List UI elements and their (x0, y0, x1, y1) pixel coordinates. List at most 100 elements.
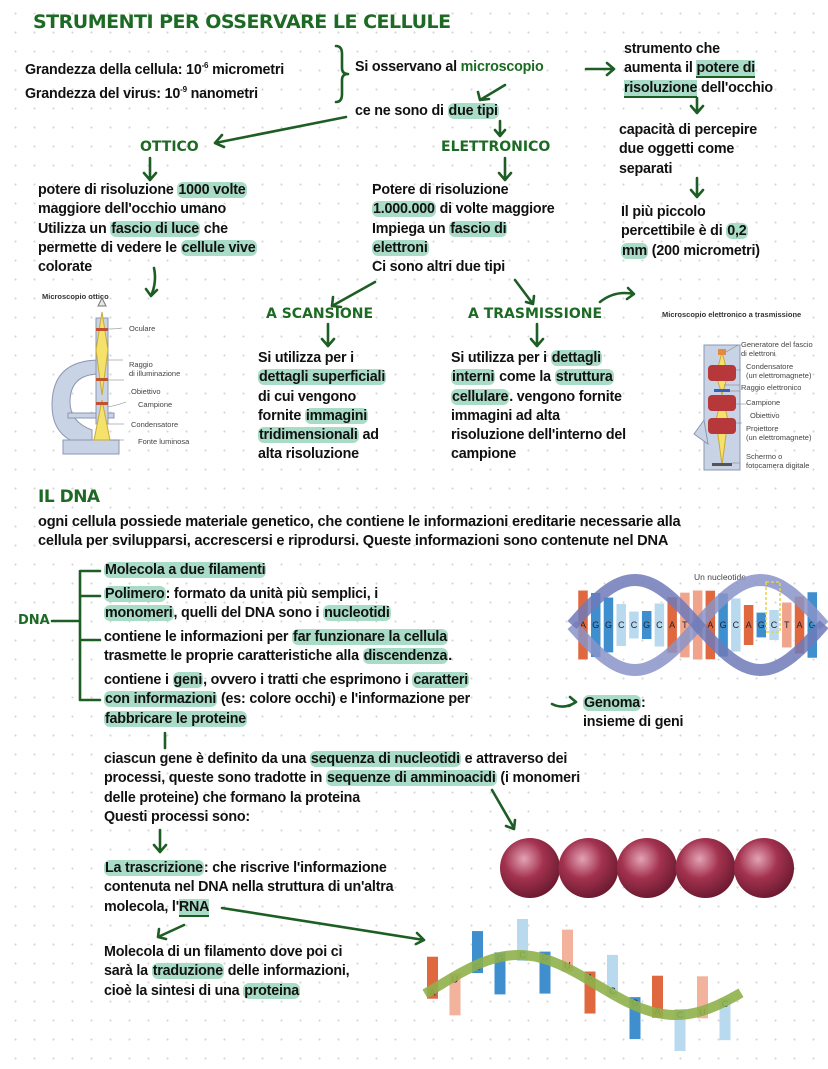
text-line: alta risoluzione (258, 445, 386, 464)
text-line: risoluzione dell'interno del (451, 426, 626, 445)
highlighted-term: Polimero (104, 586, 166, 602)
dna-base-letter: G (720, 620, 727, 630)
highlighted-term: traduzione (151, 963, 224, 980)
dna-base-letter: A (707, 620, 713, 630)
text-segment: (200 micrometri) (648, 242, 760, 259)
dna-base-letter: A (746, 620, 752, 630)
text-line: Si osservano al microscopio (355, 58, 544, 77)
text-segment: delle proteine) che formano la proteina (104, 789, 360, 806)
dna-base-letter: C (733, 620, 740, 630)
transcription-text: La trascrizione: che riscrive l'informaz… (104, 859, 394, 917)
text-line: Il più piccolo (621, 203, 760, 222)
dna-base-letter: G (809, 620, 816, 630)
text-segment: contenuta nel DNA nella struttura di un'… (104, 879, 394, 896)
text-segment: contiene i (104, 672, 173, 688)
nucleotide-label: Un nucleotide (694, 572, 746, 582)
label-generatore: Generatore del fascio di elettroni (741, 340, 813, 358)
dna-base (730, 597, 742, 653)
text-line: Molecola di un filamento dove poi ci (104, 943, 349, 962)
text-line: interni come la struttura (451, 368, 626, 387)
text-line: potere di risoluzione 1000 volte (38, 181, 257, 200)
label-campione: Campione (138, 400, 173, 409)
text-line: ogni cellula possiede materiale genetico… (38, 513, 681, 532)
text-line: ce ne sono di due tipi (355, 102, 499, 121)
arrow-to-scansione (330, 280, 377, 309)
text-line: permette di vedere le cellule vive (38, 239, 257, 258)
text-segment: maggiore dell'occhio umano (38, 201, 227, 218)
text-segment: fornite (258, 407, 305, 424)
text-line: Utilizza un fascio di luce che (38, 220, 257, 239)
dna-base (768, 609, 780, 641)
text-line: elettroni (372, 239, 555, 258)
highlighted-term: 0,2 (726, 223, 748, 240)
text-line: trasmette le proprie caratteristiche all… (104, 647, 452, 666)
text-segment: Questi processi sono: (104, 808, 250, 825)
text-line: monomeri, quelli del DNA sono i nucleoti… (104, 604, 391, 623)
text-segment: Grandezza del virus: 10 (25, 85, 181, 102)
text-segment: di volte maggiore (435, 201, 555, 218)
amino-acid-bead (675, 838, 736, 898)
highlighted-term: cellule vive (180, 239, 257, 256)
text-line: Impiega un fascio di (372, 220, 555, 239)
dna-base (628, 611, 640, 639)
text-segment: : formato da unità più semplici, i (165, 586, 379, 602)
text-segment: ciascun gene è definito da una (104, 751, 310, 767)
text-line: tridimensionali ad (258, 426, 386, 445)
text-segment: potere di risoluzione (38, 182, 178, 198)
text-segment: come la (495, 369, 555, 386)
text-segment: Impiega un (372, 220, 450, 237)
dna-base-letter: T (784, 620, 790, 630)
text-line: maggiore dell'occhio umano (38, 200, 257, 219)
text-line: cioè la sintesi di una proteina (104, 982, 349, 1001)
rna-base (449, 973, 461, 1016)
highlighted-term: sequenze di amminoacidi (326, 770, 497, 787)
highlighted-term: risoluzione (624, 79, 698, 98)
text-segment: molecola, l' (104, 898, 179, 915)
dna-item-4: contiene i geni, ovvero i tratti che esp… (104, 671, 470, 729)
text-line: sarà la traduzione delle informazioni, (104, 962, 350, 981)
text-segment: percettibile è di (621, 223, 727, 240)
text-line: Si utilizza per i (258, 349, 386, 368)
brace (334, 44, 350, 104)
highlighted-term: 1000 volte (177, 182, 247, 198)
text-segment: cellula per svilupparsi, accrescersi e r… (38, 533, 669, 550)
text-segment: . vengono fornite (509, 388, 622, 405)
arrow-to-beads (490, 788, 517, 831)
label-condensatore-tem: Condensatore (un elettromagnete) (746, 362, 812, 380)
text-segment: Grandezza della cellula: 10 (25, 61, 202, 78)
highlighted-term: proteina (243, 982, 301, 999)
highlighted-term: sequenza di nucleotidi (309, 751, 461, 767)
rna-backbone (422, 950, 744, 1020)
text-line: Polimero: formato da unità più semplici,… (104, 585, 391, 604)
rna-base (652, 975, 663, 1018)
label-obiettivo-tem: Obiettivo (750, 411, 780, 420)
highlighted-term: -6 (201, 61, 209, 70)
arrow-trasmissione-down (529, 322, 545, 348)
text-line: Grandezza della cellula: 10-6 micrometri (25, 56, 284, 80)
text-segment: delle informazioni, (223, 963, 350, 980)
amino-acid-bead (617, 838, 677, 898)
text-segment: e attraverso dei (460, 751, 568, 767)
nucleotide-highlight (765, 581, 781, 633)
text-line: contenuta nel DNA nella struttura di un'… (104, 878, 394, 897)
dna-base (603, 597, 614, 653)
text-segment: risoluzione dell'interno del (451, 427, 626, 444)
text-line: separati (619, 160, 757, 179)
dna-base-letter: A (669, 620, 675, 630)
highlighted-term: tridimensionali (258, 427, 359, 444)
optical-heading: OTTICO (140, 139, 199, 155)
dna-base-letter: G (758, 620, 765, 630)
text-segment: aumenta il (624, 60, 697, 77)
dna-base (743, 604, 754, 646)
highlighted-term: fabbricare le proteine (104, 710, 247, 727)
text-segment: sarà la (104, 963, 152, 980)
dna-item-1: Molecola a due filamenti (104, 561, 267, 580)
text-line: delle proteine) che formano la proteina (104, 789, 580, 808)
arrow-right (584, 61, 616, 77)
electronic-heading: ELETTRONICO (441, 139, 551, 155)
